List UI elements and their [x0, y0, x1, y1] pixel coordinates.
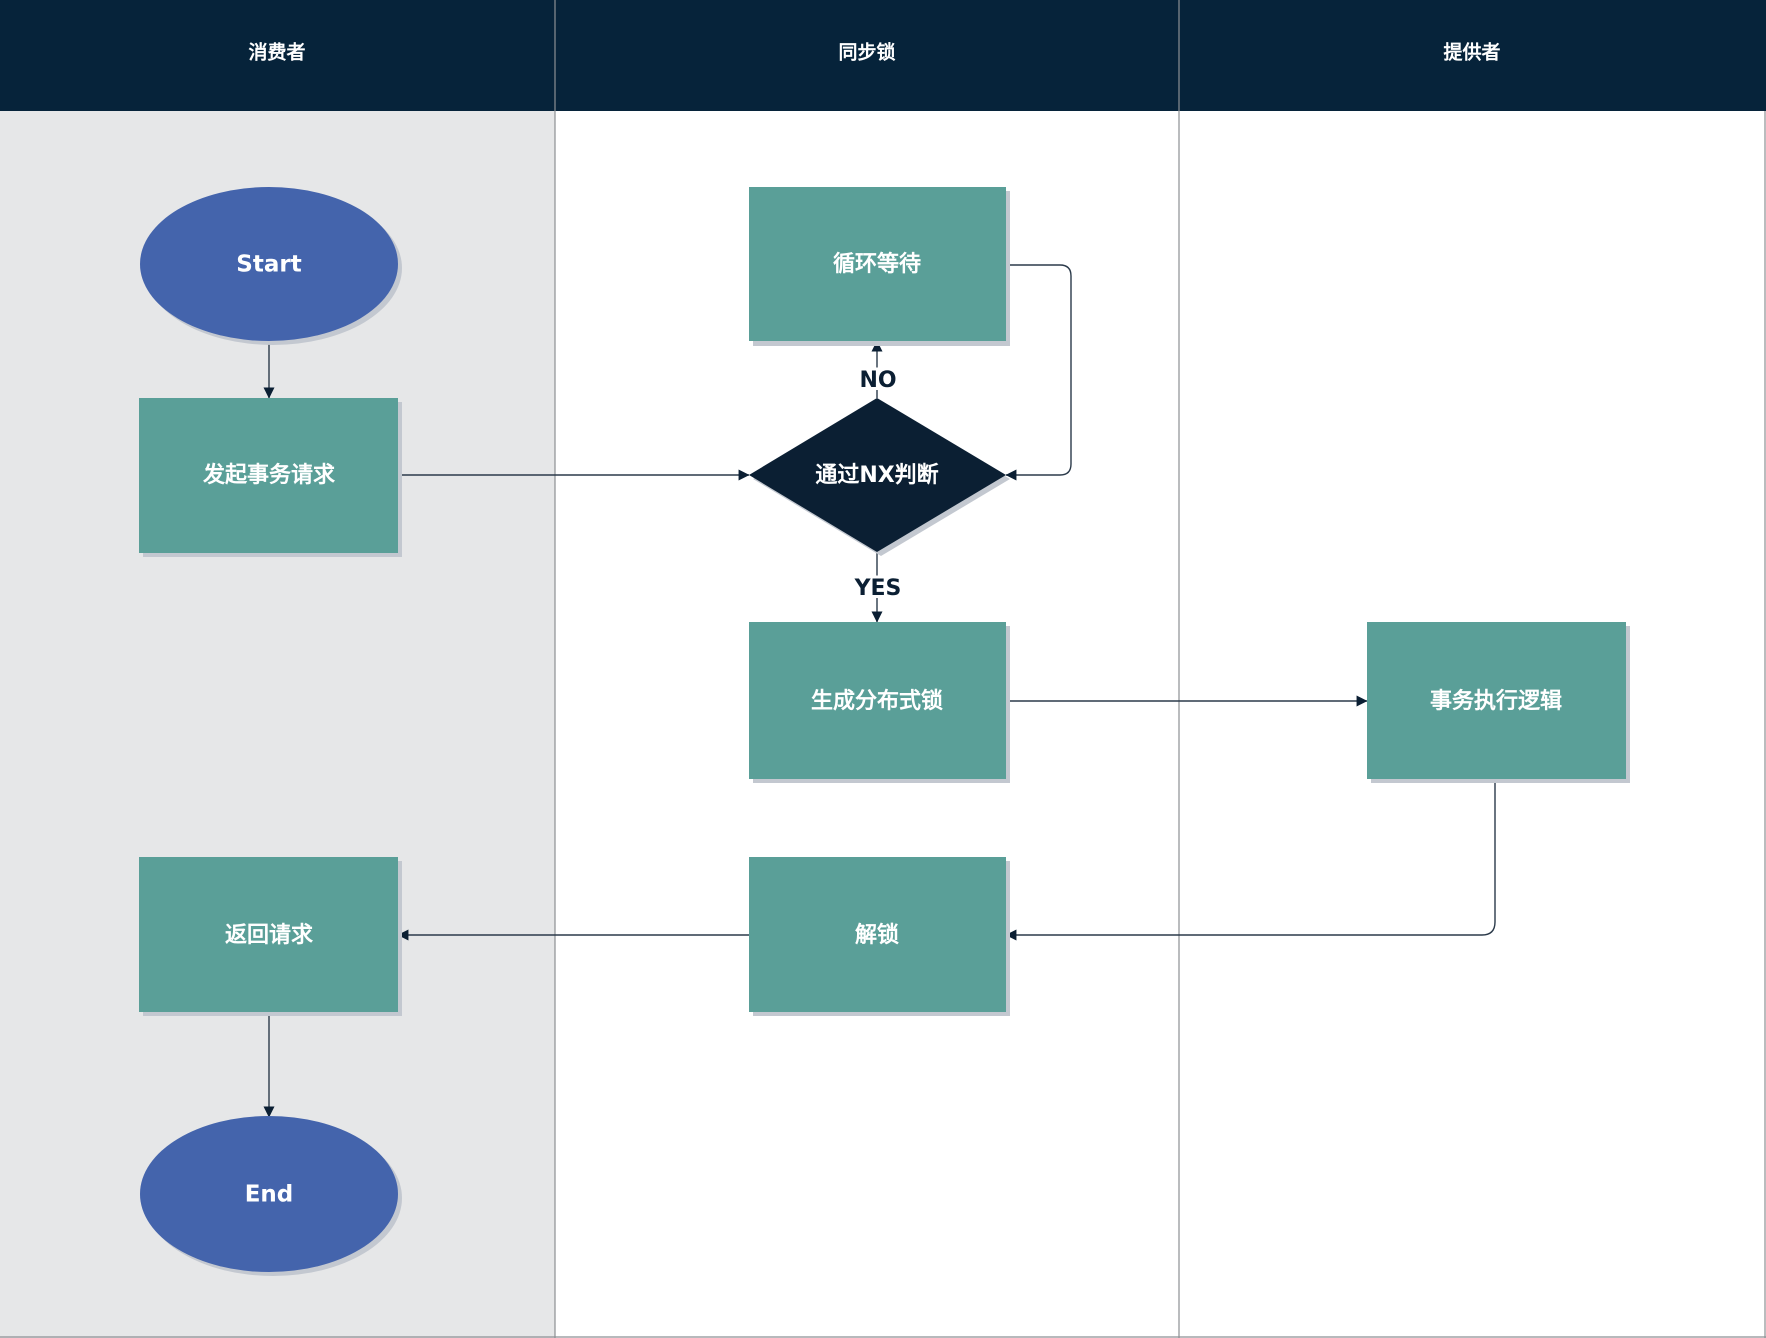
unlock-label: 解锁 [855, 922, 899, 948]
loop-wait-shape [749, 187, 1006, 341]
create-lock-label: 生成分布式锁 [811, 688, 943, 714]
unlock-node[interactable]: 解锁 [749, 857, 1010, 1016]
end-node[interactable]: End [140, 1116, 402, 1276]
execute-logic-node[interactable]: 事务执行逻辑 [1367, 622, 1630, 783]
initiate-request-shape [139, 398, 398, 553]
create-lock-node[interactable]: 生成分布式锁 [749, 622, 1010, 783]
connector-loop-wait-to-nx-check [1005, 264, 1072, 481]
initiate-request-node[interactable]: 发起事务请求 [139, 398, 402, 557]
loop-wait-node[interactable]: 循环等待 [749, 187, 1010, 346]
edge-label-yes: YES [854, 576, 902, 601]
return-request-shape [139, 857, 398, 1012]
connector-execute-to-unlock [1005, 779, 1496, 941]
start-node[interactable]: Start [140, 187, 402, 345]
end-node-shape [140, 1116, 398, 1272]
lane-title-consumer: 消费者 [248, 41, 305, 64]
create-lock-shape [749, 622, 1006, 779]
loop-wait-label: 循环等待 [833, 251, 921, 277]
lane-title-lock: 同步锁 [838, 41, 895, 64]
lane-title-provider: 提供者 [1443, 41, 1500, 64]
unlock-shape [749, 857, 1006, 1012]
edge-label-no: NO [859, 368, 896, 393]
execute-logic-shape [1367, 622, 1626, 779]
execute-logic-label: 事务执行逻辑 [1430, 688, 1562, 714]
return-request-label: 返回请求 [225, 922, 313, 948]
return-request-node[interactable]: 返回请求 [139, 857, 402, 1016]
end-node-label: End [245, 1182, 294, 1208]
lane-header-bar [0, 0, 1766, 111]
nx-check-decision[interactable]: 通过NX判断 [749, 398, 1010, 556]
start-node-label: Start [236, 252, 301, 278]
nx-check-shape [749, 398, 1006, 552]
nx-check-label: 通过NX判断 [815, 462, 938, 488]
start-node-shape [140, 187, 398, 341]
initiate-request-label: 发起事务请求 [202, 462, 335, 488]
